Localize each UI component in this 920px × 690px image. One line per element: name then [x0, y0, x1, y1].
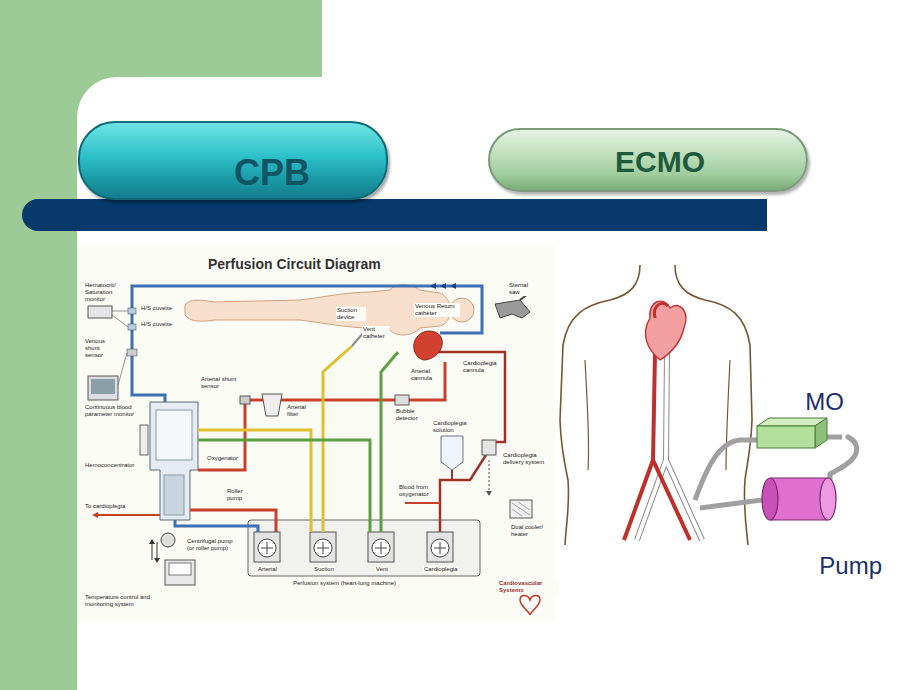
part-label: Sternal saw: [508, 282, 536, 296]
perfusion-illustration: [77, 245, 556, 622]
part-label: Continuous blood parameter monitor: [84, 404, 136, 418]
part-label: Oxygenator: [206, 455, 239, 462]
part-label: Bubble detector: [395, 408, 427, 422]
part-label: To cardioplegia: [84, 503, 126, 510]
node-text: ECMO: [615, 145, 705, 179]
part-label: Roller pump: [226, 488, 254, 502]
part-label: Arterial filter: [286, 404, 316, 418]
figure-title: Perfusion Circuit Diagram: [207, 256, 382, 272]
part-label: Vent: [375, 566, 389, 573]
part-label: H/S cuvette: [140, 321, 173, 328]
part-label: Perfusion system (heart-lung machine): [292, 580, 397, 587]
ecmo-illustration: [560, 265, 762, 545]
header-pill: ECMO: [488, 128, 808, 192]
part-label: Centrifugal pump (or roller pump): [186, 538, 238, 552]
part-label: Venous Return catheter: [414, 303, 460, 317]
part-label: Temperature control and monitoring syste…: [84, 594, 178, 608]
part-label: Cardiovascular Systems: [498, 580, 558, 594]
node-text: CPB: [234, 153, 310, 193]
part-label: Arterial shunt sensor: [200, 376, 244, 390]
part-label: Cardioplegia solution: [432, 420, 478, 434]
part-label: Cardioplegia: [423, 566, 459, 573]
tube-connector: [830, 437, 857, 474]
oxygenator-box: MO: [752, 386, 848, 450]
part-label: Suction device: [336, 307, 366, 321]
header-pill: CPB: [78, 121, 388, 200]
part-label: Hematocrit/ Saturation monitor: [84, 282, 130, 303]
part-label: Hemoconcentrator: [84, 462, 135, 469]
part-label: Cardioplegia cannula: [462, 360, 500, 374]
part-label: Vent catheter: [362, 326, 390, 340]
part-label: Venous shunt sensor: [84, 338, 116, 359]
pump-cylinder: Pump: [758, 474, 886, 589]
part-label: Dual cooler/ heater: [510, 524, 544, 538]
node-text: MO: [752, 386, 848, 416]
part-label: Suction: [313, 566, 335, 573]
part-label: H/S cuvette: [140, 305, 173, 312]
part-label: Blood from oxygenator: [398, 484, 436, 498]
node-text: Pump: [758, 552, 886, 580]
part-label: Arterial: [257, 566, 278, 573]
part-label: Arterial cannula: [410, 368, 442, 382]
part-label: Cardioplegia delivery system: [502, 452, 550, 466]
